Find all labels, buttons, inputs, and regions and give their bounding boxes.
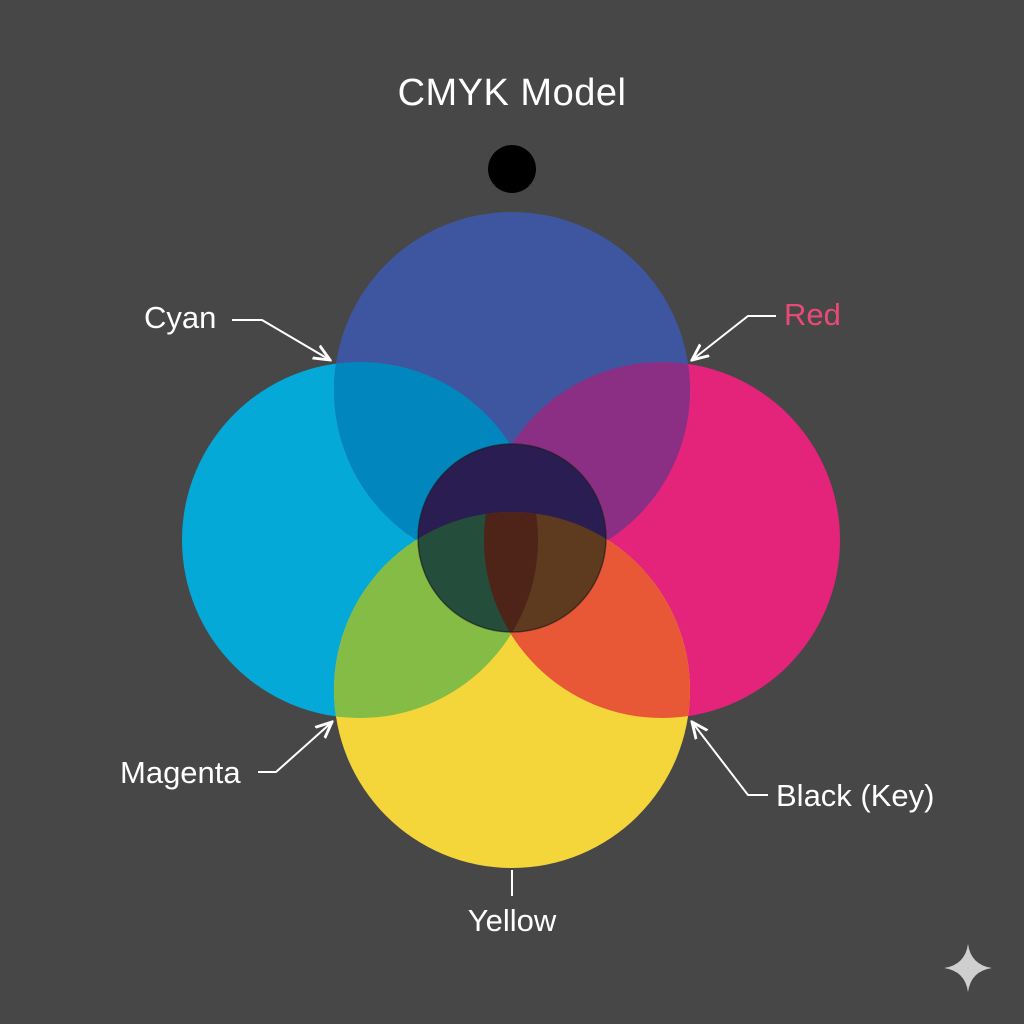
label-magenta: Magenta [120, 755, 241, 790]
red-leader-arrow [692, 315, 776, 360]
magenta-leader-arrow [258, 722, 332, 773]
cyan-leader-arrow [232, 319, 330, 360]
black-key-dot [488, 145, 536, 193]
label-red: Red [784, 297, 841, 332]
diagram-title: CMYK Model [397, 72, 627, 114]
label-black-key: Black (Key) [776, 778, 935, 813]
black-leader-arrow [692, 722, 768, 796]
center-disc-outline [417, 443, 607, 633]
label-cyan: Cyan [144, 300, 217, 335]
label-yellow: Yellow [467, 903, 557, 938]
sparkle-icon [944, 944, 992, 992]
